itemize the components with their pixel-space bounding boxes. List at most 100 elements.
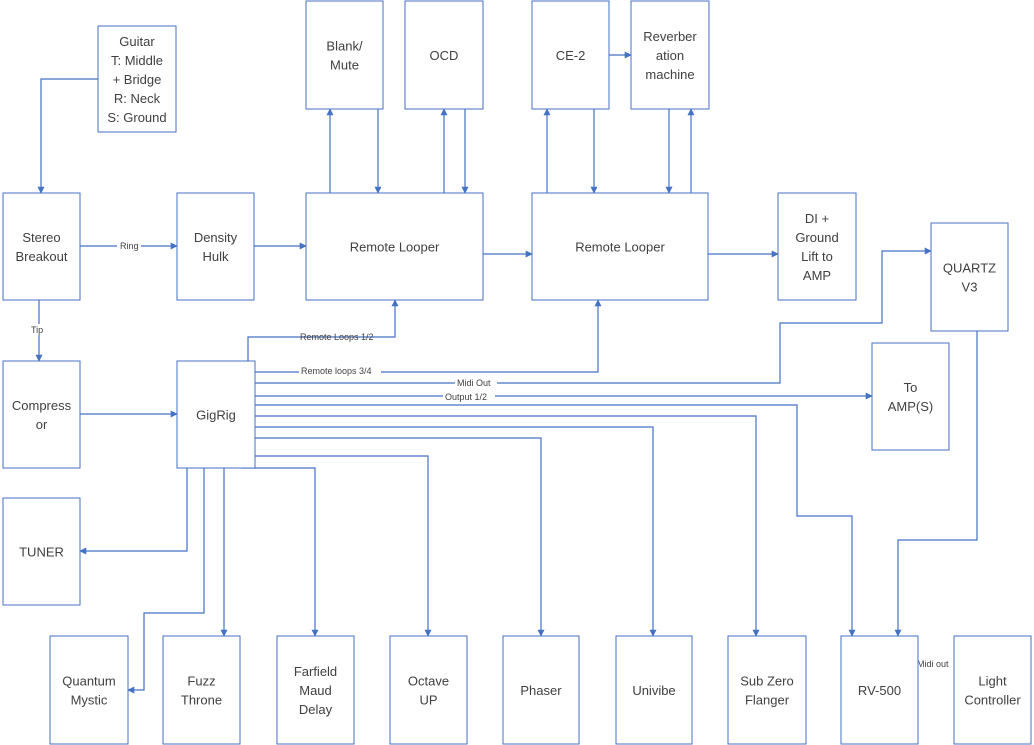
gigrig-to-rv500-wire bbox=[255, 404, 856, 637]
remote-looper-1-block: Remote Looper bbox=[305, 192, 484, 301]
reverb-label-line: machine bbox=[645, 67, 694, 82]
guitar-label-line: S: Ground bbox=[107, 110, 166, 125]
sub-zero-box bbox=[727, 635, 807, 745]
ocd-box bbox=[404, 0, 484, 110]
midi-out-wire bbox=[255, 247, 932, 384]
density-hulk-label-line: Density bbox=[194, 230, 238, 245]
phaser-block: Phaser bbox=[502, 635, 580, 745]
density-hulk-box bbox=[176, 192, 255, 301]
reverb-label-line: Reverber bbox=[643, 29, 697, 44]
light-controller-label-line: Light bbox=[978, 674, 1007, 689]
to-amps-label-line: AMP(S) bbox=[888, 399, 934, 414]
quantum-mystic-label-line: Mystic bbox=[71, 693, 108, 708]
di-ground-lift-label-line: Lift to bbox=[801, 249, 833, 264]
farfield-label-line: Maud bbox=[299, 683, 332, 698]
ce2-block: CE-2 bbox=[531, 0, 610, 110]
di-ground-lift-label-line: AMP bbox=[803, 268, 831, 283]
tuner-block: TUNER bbox=[2, 497, 81, 606]
gigrig-to-farfield-wire bbox=[242, 467, 319, 637]
stereo-breakout-label-line: Stereo bbox=[22, 230, 60, 245]
ring-label: Ring bbox=[120, 241, 139, 251]
guitar-box bbox=[97, 25, 177, 133]
blank-mute-label-line: Mute bbox=[330, 58, 359, 73]
fuzz-throne-label-line: Fuzz bbox=[187, 674, 215, 689]
compressor-label-line: Compress bbox=[12, 398, 72, 413]
gigrig-box bbox=[176, 360, 256, 469]
remote-looper-2-label-line: Remote Looper bbox=[575, 240, 665, 255]
gigrig-to-univibe-wire bbox=[255, 426, 657, 637]
compressor-label-line: or bbox=[36, 417, 48, 432]
farfield-label-line: Delay bbox=[299, 702, 333, 717]
univibe-block: Univibe bbox=[615, 635, 693, 745]
octave-up-label-line: UP bbox=[419, 693, 437, 708]
compressor-box bbox=[2, 360, 81, 469]
phaser-box bbox=[502, 635, 580, 745]
fuzz-throne-box bbox=[162, 635, 241, 745]
rv500-block: RV-500 bbox=[840, 635, 919, 745]
remote-loops-12-wire bbox=[247, 299, 399, 361]
farfield-label-line: Farfield bbox=[294, 664, 337, 679]
quartz-block: QUARTZ V3 bbox=[930, 222, 1009, 332]
quartz-label-line: V3 bbox=[962, 280, 978, 295]
ocd-label-line: OCD bbox=[430, 48, 459, 63]
remote-looper-1-label-line: Remote Looper bbox=[350, 240, 440, 255]
output-12-label: Output 1/2 bbox=[445, 392, 487, 402]
remote-looper-2-block: Remote Looper bbox=[531, 192, 709, 301]
connection-labels: Ring Tip Remote Loops 1/2 Remote loops 3… bbox=[29, 240, 949, 669]
tip-label: Tip bbox=[31, 325, 43, 335]
fuzz-throne-label-line: Throne bbox=[181, 693, 222, 708]
rv500-midi-out-label: Midi out bbox=[917, 659, 949, 669]
di-ground-lift-label-line: DI + bbox=[805, 211, 829, 226]
remote-looper-2-box bbox=[531, 192, 709, 301]
di-ground-lift-box bbox=[777, 192, 857, 301]
guitar-label-line: + Bridge bbox=[113, 72, 162, 87]
blank-mute-label-line: Blank/ bbox=[326, 39, 363, 54]
blank-mute-block: Blank/Mute bbox=[305, 0, 384, 110]
rv500-box bbox=[840, 635, 919, 745]
light-controller-box bbox=[953, 635, 1032, 745]
guitar-label-line: Guitar bbox=[119, 34, 155, 49]
compressor-block: Compress or bbox=[2, 360, 81, 469]
tuner-box bbox=[2, 497, 81, 606]
gigrig-to-subzero-wire bbox=[255, 415, 760, 637]
guitar-label-line: T: Middle bbox=[111, 53, 163, 68]
farfield-box bbox=[276, 635, 355, 745]
blank-mute-box bbox=[305, 0, 384, 110]
stereo-breakout-label-line: Breakout bbox=[15, 249, 67, 264]
di-ground-lift-label-line: Ground bbox=[795, 230, 838, 245]
gigrig-to-phaser-wire bbox=[255, 437, 545, 637]
connections bbox=[35, 51, 978, 694]
gigrig-block: GigRig bbox=[176, 360, 256, 469]
ce2-label-line: CE-2 bbox=[556, 48, 586, 63]
remote-looper-1-box bbox=[305, 192, 484, 301]
tuner-label-line: TUNER bbox=[19, 545, 64, 560]
quartz-box bbox=[930, 222, 1009, 332]
quartz-label-line: QUARTZ bbox=[943, 261, 996, 276]
reverb-box bbox=[630, 0, 710, 110]
to-amps-label-line: To bbox=[904, 380, 918, 395]
gigrig-label-line: GigRig bbox=[196, 408, 236, 423]
density-hulk-label-line: Hulk bbox=[202, 249, 229, 264]
gigrig-to-tuner-wire bbox=[79, 468, 188, 555]
univibe-label-line: Univibe bbox=[632, 683, 675, 698]
univibe-box bbox=[615, 635, 693, 745]
quartz-to-rv500-wire bbox=[894, 331, 978, 637]
stereo-breakout-box bbox=[2, 192, 81, 301]
sub-zero-label-line: Sub Zero bbox=[740, 674, 793, 689]
octave-up-box bbox=[389, 635, 468, 745]
ce2-box bbox=[531, 0, 610, 110]
gigrig-to-octave-wire bbox=[255, 455, 432, 637]
quantum-mystic-box bbox=[49, 635, 129, 745]
guitar-label-line: R: Neck bbox=[114, 91, 161, 106]
rv500-label-line: RV-500 bbox=[858, 683, 901, 698]
